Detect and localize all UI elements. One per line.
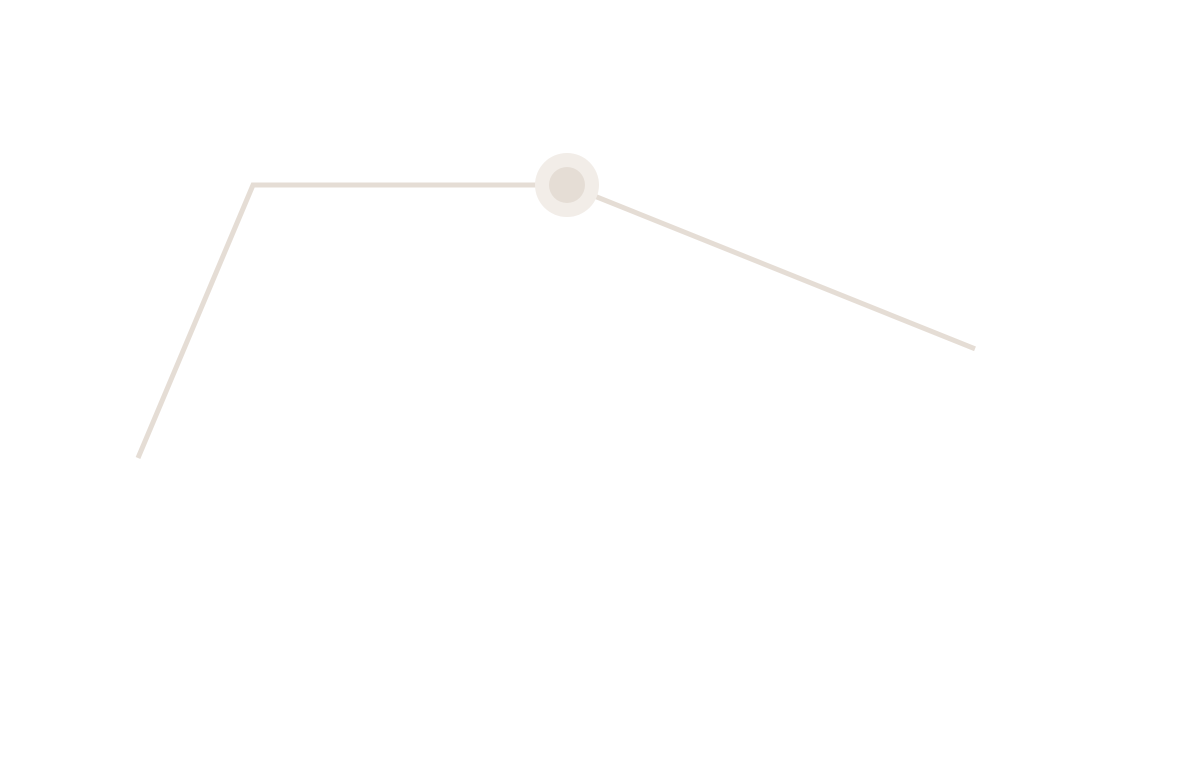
series-line	[135, 182, 976, 459]
data-point-highlighted[interactable]	[549, 167, 585, 203]
series-layer	[135, 153, 976, 459]
